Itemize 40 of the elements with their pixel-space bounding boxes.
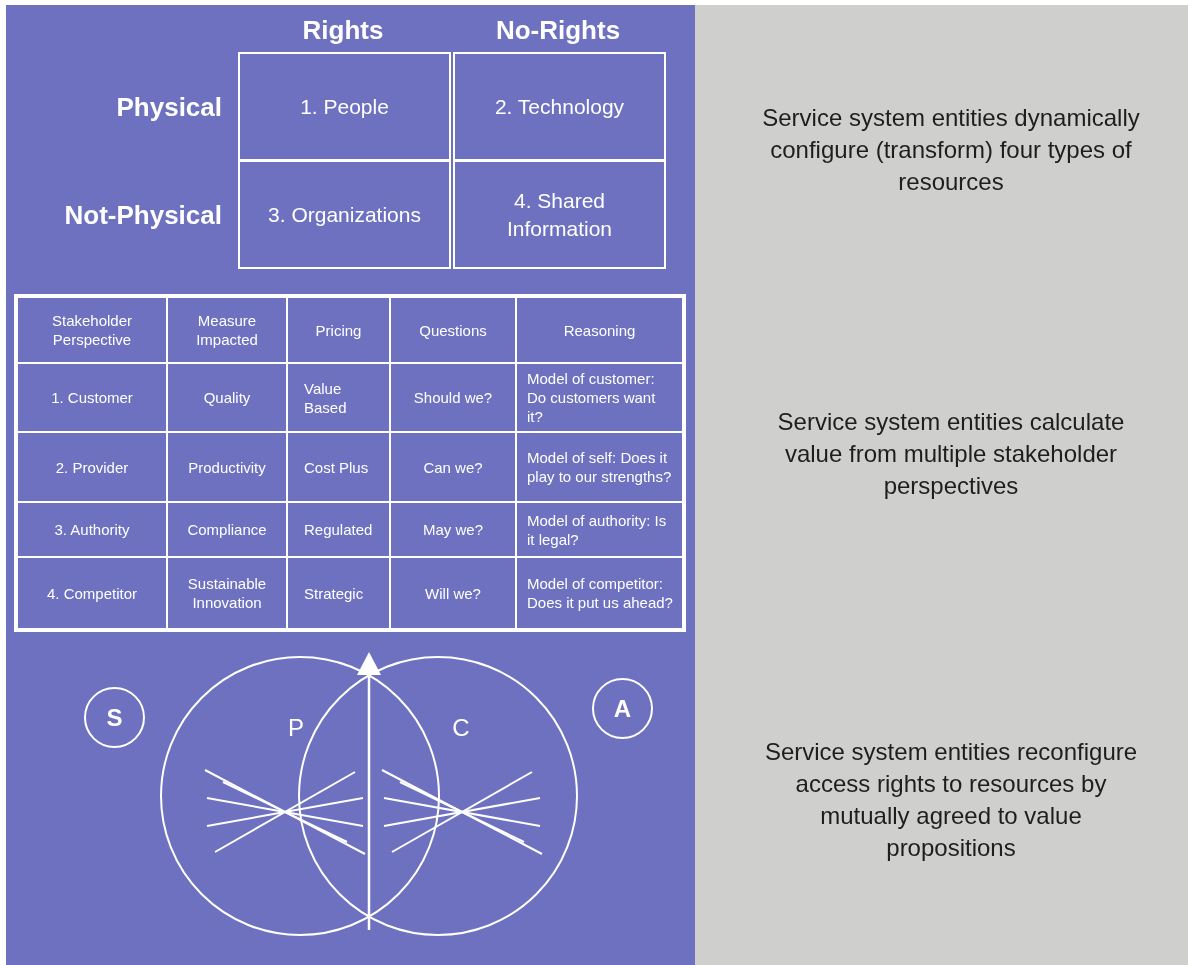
- resource-box: 1. People: [238, 52, 451, 161]
- table-entry: May we?: [391, 503, 515, 556]
- description-text: Service system entities dynamically configure (transform) four types of resources: [761, 103, 1141, 197]
- circle-letter: P: [287, 714, 305, 742]
- column-header: No-Rights: [494, 15, 622, 46]
- table-entry: Will we?: [391, 558, 515, 628]
- description-text: Service system entities calculate value from multiple stakeholder perspectives: [776, 407, 1126, 501]
- table-entry: Model of competitor: Does it put us ahead?: [517, 558, 682, 628]
- entity-circle: A: [592, 678, 653, 739]
- table-entry: Sustainable Innovation: [168, 558, 286, 628]
- table-entry: Value Based: [288, 364, 389, 431]
- table-header: Questions: [391, 298, 515, 362]
- table-entry: Quality: [168, 364, 286, 431]
- table-entry: Compliance: [168, 503, 286, 556]
- table-header: Stakeholder Perspective: [18, 298, 166, 362]
- circle-letter: C: [451, 714, 471, 742]
- table-entry: Model of authority: Is it legal?: [517, 503, 682, 556]
- table-entry: 1. Customer: [18, 364, 166, 431]
- resource-box: 2. Technology: [453, 52, 666, 161]
- table-entry: 4. Competitor: [18, 558, 166, 628]
- table-entry: Cost Plus: [288, 433, 389, 501]
- table-entry: Strategic: [288, 558, 389, 628]
- row-header: Physical: [116, 92, 222, 123]
- table-entry: Should we?: [391, 364, 515, 431]
- table-entry: Model of customer: Do customers want it?: [517, 364, 682, 431]
- column-header: Rights: [301, 15, 385, 46]
- resource-box: 3. Organizations: [238, 160, 451, 269]
- table-entry: Regulated: [288, 503, 389, 556]
- entity-circle: S: [84, 687, 145, 748]
- table-header: Measure Impacted: [168, 298, 286, 362]
- table-entry: Model of self: Does it play to our strengths?: [517, 433, 682, 501]
- table-header: Reasoning: [517, 298, 682, 362]
- table-entry: Productivity: [168, 433, 286, 501]
- description-text: Service system entities reconfigure access rights to resources by mutually agreed to value propositions: [763, 737, 1139, 863]
- table-header: Pricing: [288, 298, 389, 362]
- table-entry: 3. Authority: [18, 503, 166, 556]
- resource-box: 4. Shared Information: [453, 160, 666, 269]
- row-header: Not-Physical: [64, 200, 222, 231]
- table-entry: Can we?: [391, 433, 515, 501]
- table-entry: 2. Provider: [18, 433, 166, 501]
